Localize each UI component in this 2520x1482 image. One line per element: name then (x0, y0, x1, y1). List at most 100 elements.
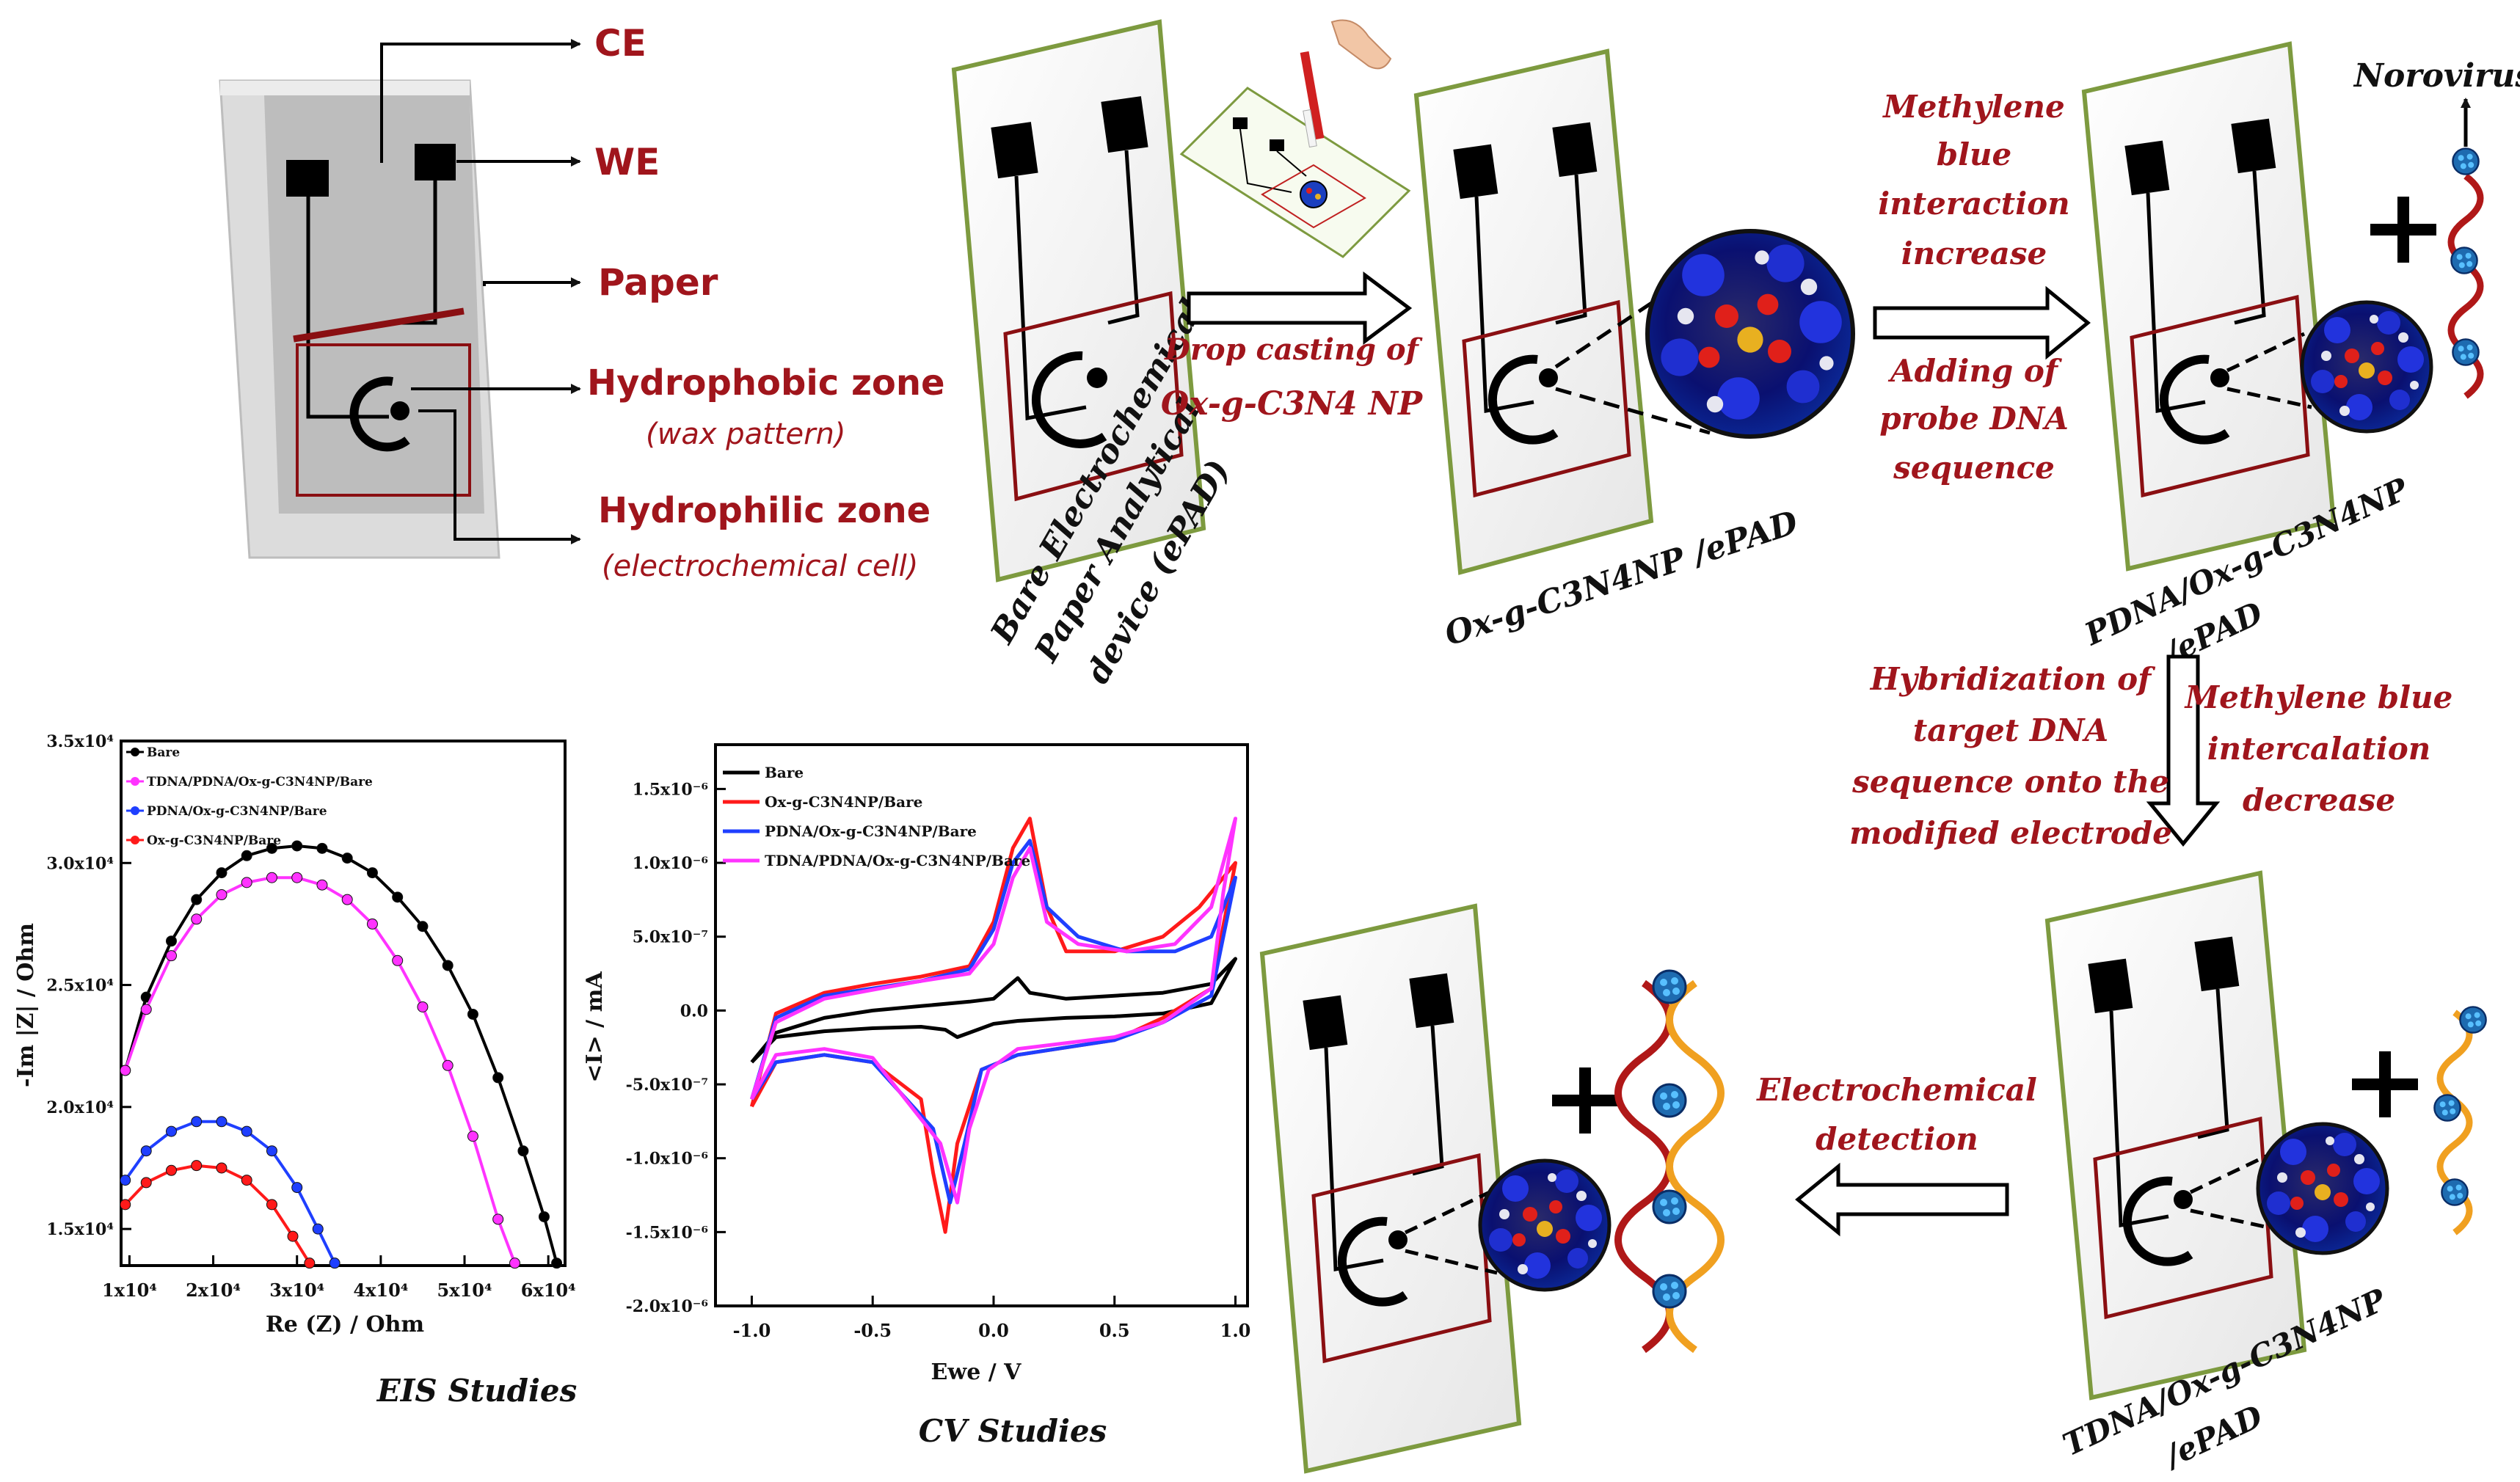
data-point (120, 1065, 131, 1076)
label-mbd-3: decrease (2243, 782, 2395, 818)
data-point (165, 935, 177, 947)
label-mb-4: increase (1901, 236, 2047, 271)
data-point (165, 1125, 177, 1137)
series-line-0 (750, 957, 1237, 1064)
y-tick-label: -2.0x10⁻⁶ (626, 1297, 708, 1316)
y-tick-label: 2.0x10⁴ (46, 1098, 114, 1117)
data-point (266, 1199, 277, 1211)
pdna-epad: Norovirus PDNA/Ox-g-C3N4NP /ePAD (2079, 41, 2520, 672)
label-ox-np: Ox-g-C3N4 NP (1161, 385, 1424, 423)
data-point (216, 1162, 227, 1174)
y-tick-label: 1.5x10⁴ (46, 1220, 114, 1239)
data-point (492, 1072, 504, 1084)
x-tick-label: -1.0 (733, 1320, 771, 1341)
data-point (216, 867, 227, 879)
data-point (442, 1059, 454, 1071)
x-tick-label: 5x10⁴ (437, 1280, 492, 1301)
label-hyb-1: Hybridization of (1870, 661, 2156, 697)
label-adding-1: Adding of (1887, 353, 2063, 389)
y-tick-label: 5.0x10⁻⁷ (633, 928, 708, 947)
x-tick-label: 0.5 (1099, 1320, 1130, 1341)
label-adding-2: probe DNA (1879, 401, 2069, 437)
cv-legend: Bare Ox-g-C3N4NP/Bare PDNA/Ox-g-C3N4NP/B… (723, 764, 1030, 869)
data-point (266, 872, 277, 883)
data-point (165, 1164, 177, 1176)
data-point (241, 850, 252, 861)
data-point (287, 1230, 299, 1242)
label-mbd-1: Methylene blue (2184, 679, 2453, 715)
y-tick-label: -1.0x10⁻⁶ (626, 1150, 708, 1169)
data-point (392, 954, 404, 966)
data-point (191, 913, 203, 925)
tdna-epad: TDNA/Ox-g-C3N4NP /ePAD (2044, 870, 2487, 1475)
arrow-step-3: Hybridization of target DNA sequence ont… (1849, 654, 2453, 851)
y-tick-label: 3.0x10⁴ (46, 854, 114, 873)
eis-caption: EIS Studies (376, 1373, 578, 1409)
series-line-2 (124, 1120, 336, 1264)
cv-legend-ox: Ox-g-C3N4NP/Bare (765, 793, 922, 811)
label-mb-3: interaction (1878, 186, 2069, 222)
data-point (417, 1001, 429, 1012)
data-point (316, 842, 328, 854)
eis-plot-frame (120, 740, 567, 1267)
x-tick-label: 4x10⁴ (353, 1280, 408, 1301)
data-point (316, 879, 328, 891)
arrow-step-2: Methylene blue interaction increase Addi… (1873, 89, 2091, 486)
y-tick-label: 3.5x10⁴ (46, 732, 114, 751)
cv-ylabel: <I> / mA (582, 971, 608, 1083)
label-hydrophilic: Hydrophilic zone (598, 490, 931, 531)
x-tick-label: 3x10⁴ (269, 1280, 324, 1301)
y-tick-label: 2.5x10⁴ (46, 977, 114, 996)
data-point (366, 918, 378, 930)
eis-legend: Bare TDNA/PDNA/Ox-g-C3N4NP/Bare PDNA/Ox-… (126, 745, 373, 848)
label-mbd-2: intercalation (2207, 731, 2431, 767)
data-point (191, 1116, 203, 1128)
label-hyb-4: modified electrode (1849, 815, 2172, 851)
label-mb-2: blue (1937, 136, 2012, 172)
series-line-3 (750, 817, 1237, 1205)
detection-epad (1259, 903, 1725, 1474)
label-hyb-3: sequence onto the (1851, 764, 2169, 800)
data-point (140, 1004, 152, 1015)
data-point (442, 960, 454, 971)
data-point (341, 853, 353, 864)
y-tick-label: 0.0 (680, 1001, 708, 1021)
eis-legend-pdna: PDNA/Ox-g-C3N4NP/Bare (147, 804, 327, 819)
cv-xlabel: Ewe / V (931, 1359, 1022, 1385)
label-hyb-2: target DNA (1913, 712, 2108, 748)
eis-legend-ox: Ox-g-C3N4NP/Bare (147, 833, 281, 848)
x-tick-label: -0.5 (853, 1320, 892, 1341)
data-point (241, 1175, 252, 1186)
data-point (140, 1145, 152, 1157)
eis-xlabel: Re (Z) / Ohm (266, 1312, 425, 1337)
data-point (551, 1257, 563, 1269)
data-point (140, 1177, 152, 1189)
data-point (165, 950, 177, 962)
hydrophilic-zone-outline (296, 343, 471, 497)
data-point (366, 867, 378, 879)
label-drop-casting: Drop casting of (1164, 332, 1422, 367)
cv-legend-bare: Bare (765, 764, 804, 781)
paper-sheet (264, 95, 484, 514)
data-point (191, 1160, 203, 1172)
label-detection-1: Electrochemical (1756, 1072, 2037, 1108)
data-point (291, 872, 303, 883)
label-mb-1: Methylene (1882, 89, 2065, 125)
data-point (241, 1125, 252, 1137)
data-point (216, 1116, 227, 1128)
x-tick-label: 1x10⁴ (102, 1280, 157, 1301)
label-detection-2: detection (1816, 1121, 1978, 1157)
data-point (509, 1257, 521, 1269)
ce-pad (286, 160, 329, 197)
y-tick-label: 1.5x10⁻⁶ (633, 780, 708, 799)
data-point (467, 1131, 478, 1142)
y-tick-label: -1.5x10⁻⁶ (626, 1223, 708, 1242)
label-hydrophobic: Hydrophobic zone (587, 362, 945, 404)
cv-caption: CV Studies (919, 1413, 1107, 1449)
data-point (329, 1257, 341, 1269)
y-tick-label: 1.0x10⁻⁶ (633, 854, 708, 873)
cv-legend-tdna: TDNA/PDNA/Ox-g-C3N4NP/Bare (765, 852, 1030, 869)
data-point (120, 1199, 131, 1211)
